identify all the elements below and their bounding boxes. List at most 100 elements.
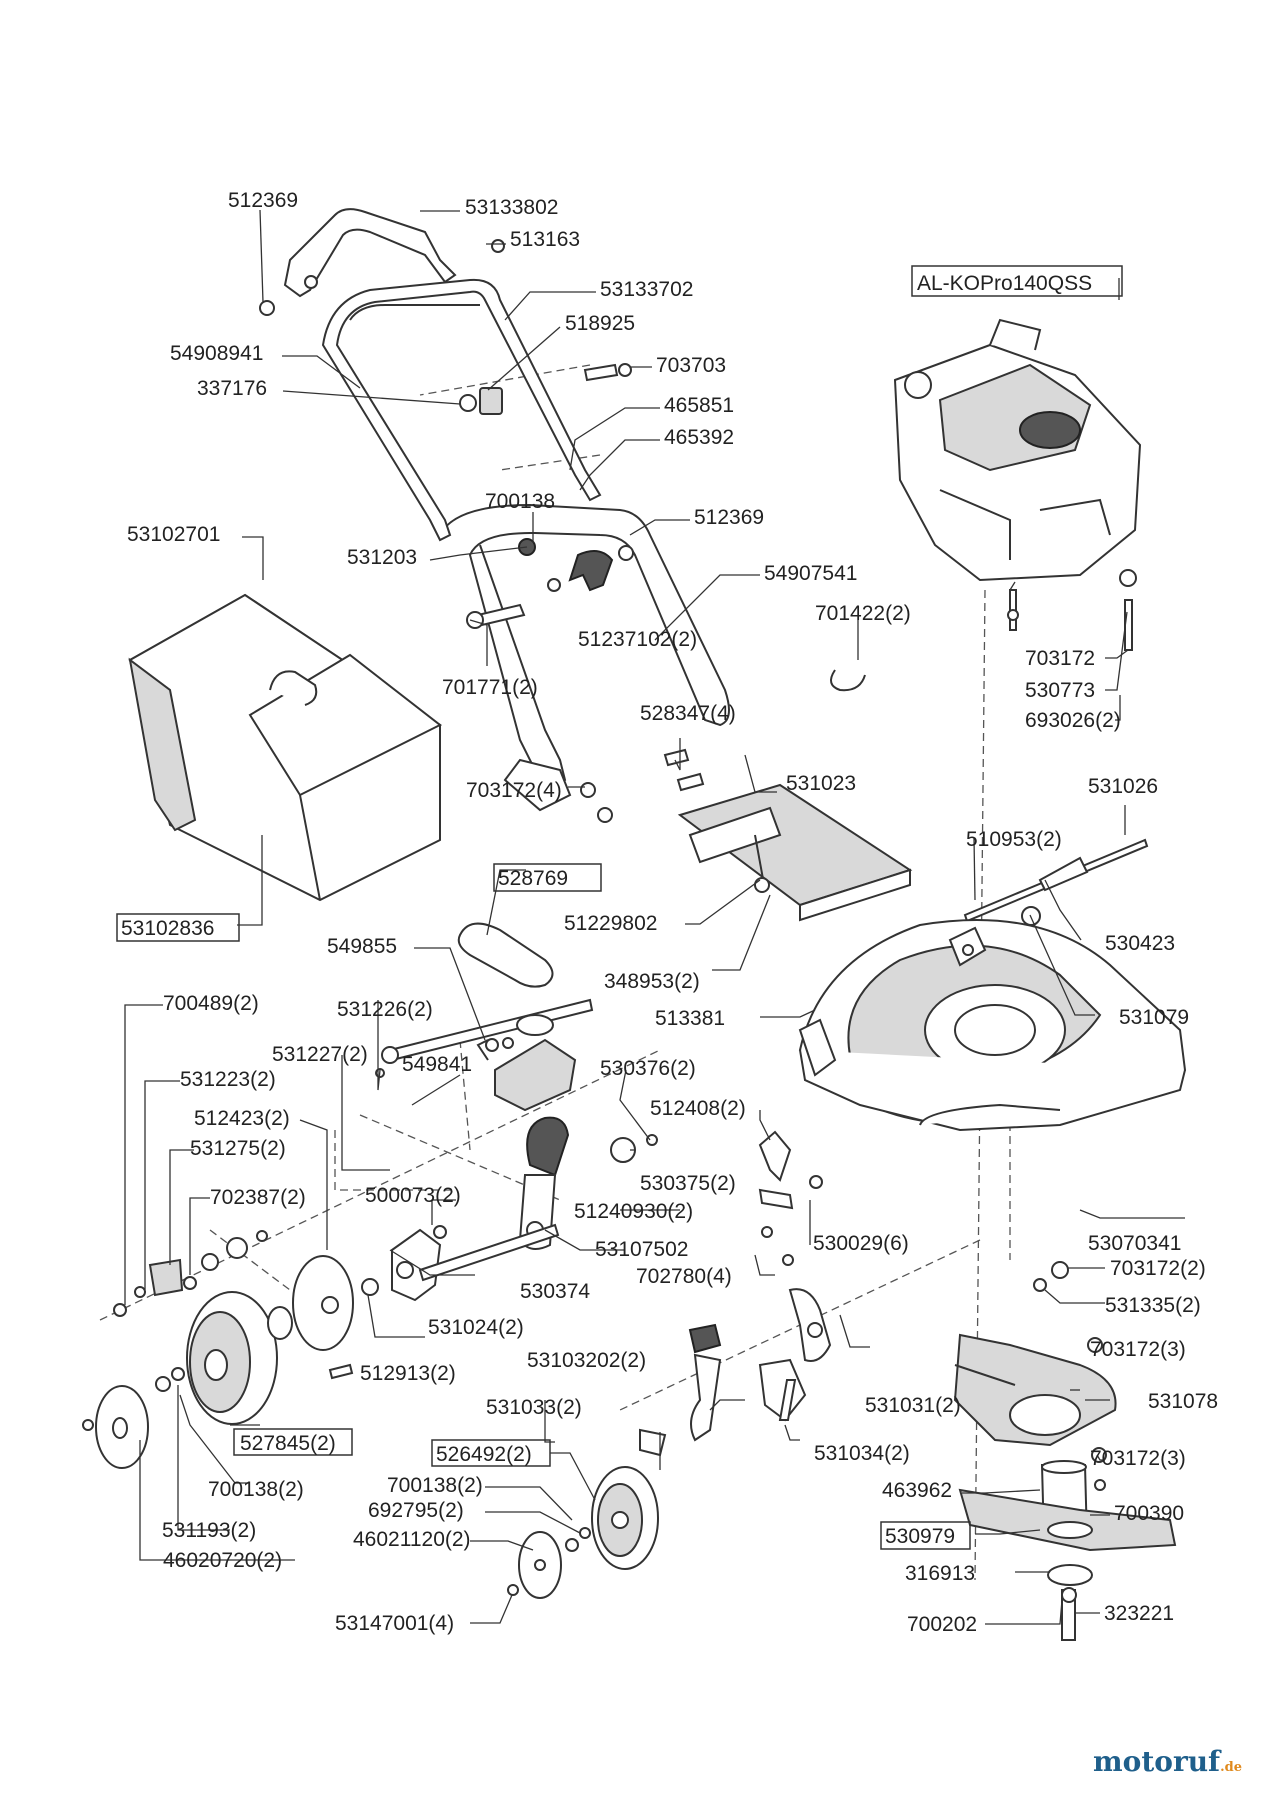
part-label: 703172(3) <box>1090 1338 1186 1361</box>
part-label: 528347(4) <box>640 702 736 725</box>
part-label: 465851 <box>664 394 734 417</box>
part-label: 530773 <box>1025 679 1095 702</box>
part-label: 51240930(2) <box>574 1200 693 1223</box>
part-label: 530979 <box>885 1525 955 1548</box>
grass-catcher-part <box>128 593 442 902</box>
part-label: 510953(2) <box>966 828 1062 851</box>
part-label: 531193(2) <box>162 1519 256 1542</box>
part-label: 703172(2) <box>1110 1257 1206 1280</box>
part-label: 531275(2) <box>190 1137 286 1160</box>
part-label: 701771(2) <box>442 676 538 699</box>
part-label: 531026 <box>1088 775 1158 798</box>
part-label: 46021120(2) <box>353 1528 471 1551</box>
throttle-cable-part <box>961 838 1149 947</box>
part-label: 527845(2) <box>240 1432 336 1455</box>
leader-lines <box>124 209 1185 1625</box>
part-label: 702780(4) <box>636 1265 732 1288</box>
part-label: 531223(2) <box>180 1068 276 1091</box>
part-label: 530029(6) <box>813 1232 909 1255</box>
engine-model-label: AL-KOPro140QSS <box>917 272 1092 295</box>
part-label: 53102836 <box>121 917 214 940</box>
part-label: 526492(2) <box>436 1443 532 1466</box>
part-label: 337176 <box>197 377 267 400</box>
part-label: 513381 <box>655 1007 725 1030</box>
lower-handle-part <box>321 278 602 542</box>
part-label: 531226(2) <box>337 998 433 1021</box>
part-label: 531033(2) <box>486 1396 582 1419</box>
part-label: 46020720(2) <box>163 1549 282 1572</box>
part-label: 531024(2) <box>428 1316 524 1339</box>
part-label: 530375(2) <box>640 1172 736 1195</box>
part-label: 700138 <box>485 490 555 513</box>
part-label: 54907541 <box>764 562 857 585</box>
part-label: 518925 <box>565 312 635 335</box>
part-label: 530374 <box>520 1280 590 1303</box>
mower-deck-part <box>798 906 1187 1132</box>
part-label: 512408(2) <box>650 1097 746 1120</box>
part-label: 463962 <box>882 1479 952 1502</box>
part-label: 549841 <box>402 1053 472 1076</box>
part-label: 530423 <box>1105 932 1175 955</box>
part-label: 54908941 <box>170 342 263 365</box>
gearbox-part <box>476 1014 577 1112</box>
part-label: 693026(2) <box>1025 709 1121 732</box>
height-adjuster-part <box>639 1288 832 1457</box>
watermark-domain-suffix: .de <box>1220 1760 1242 1775</box>
part-label: 512369 <box>694 506 764 529</box>
part-label: 528769 <box>498 867 568 890</box>
part-label: 530376(2) <box>600 1057 696 1080</box>
part-label: 513163 <box>510 228 580 251</box>
part-label: 700489(2) <box>163 992 259 1015</box>
part-label: 700138(2) <box>387 1474 483 1497</box>
part-label: 531227(2) <box>272 1043 368 1066</box>
cable-bar-part <box>283 208 457 298</box>
part-label: 323221 <box>1104 1602 1174 1625</box>
part-label: 531079 <box>1119 1006 1189 1029</box>
part-label: 500073(2) <box>365 1184 461 1207</box>
part-label: 512369 <box>228 189 298 212</box>
part-label: 53133702 <box>600 278 693 301</box>
upper-handle-part <box>439 503 730 812</box>
part-label: 703172(4) <box>466 779 562 802</box>
label-boxes <box>116 265 1123 1550</box>
watermark-main-text: motoruf <box>1093 1745 1221 1778</box>
engine-part <box>893 318 1142 582</box>
part-label: 316913 <box>905 1562 975 1585</box>
part-label: 531203 <box>347 546 417 569</box>
part-label: 702387(2) <box>210 1186 306 1209</box>
part-label: 51229802 <box>564 912 657 935</box>
engine-fasteners <box>1007 569 1137 651</box>
part-label: 512913(2) <box>360 1362 456 1385</box>
part-label: 53147001(4) <box>335 1612 454 1635</box>
part-label: 549855 <box>327 935 397 958</box>
part-label: 53102701 <box>127 523 220 546</box>
handle-hardware <box>259 239 866 823</box>
part-label: 700202 <box>907 1613 977 1636</box>
part-label: 692795(2) <box>368 1499 464 1522</box>
part-label: 531034(2) <box>814 1442 910 1465</box>
deck-hardware <box>1033 1261 1107 1491</box>
part-label: 53103202(2) <box>527 1349 646 1372</box>
part-number-labels: 512369 53133802 513163 53133702 518925 5… <box>121 189 1218 1636</box>
site-watermark: motoruf.de <box>1093 1745 1242 1778</box>
part-label: 348953(2) <box>604 970 700 993</box>
rear-wheel-part <box>82 1255 354 1469</box>
part-label: 531031(2) <box>865 1394 961 1417</box>
part-label: 531023 <box>786 772 856 795</box>
part-label: 512423(2) <box>194 1107 290 1130</box>
blade-assembly-part <box>953 1333 1177 1641</box>
part-label: 703703 <box>656 354 726 377</box>
part-label: 700138(2) <box>208 1478 304 1501</box>
part-label: 53070341 <box>1088 1232 1181 1255</box>
part-label: 531335(2) <box>1105 1294 1201 1317</box>
rear-flap-part <box>677 783 913 922</box>
part-label: 703172 <box>1025 647 1095 670</box>
part-label: 51237102(2) <box>578 628 697 651</box>
part-label: 53107502 <box>595 1238 688 1261</box>
part-label: 703172(3) <box>1090 1447 1186 1470</box>
part-label: 700390 <box>1114 1502 1184 1525</box>
part-label: 701422(2) <box>815 602 911 625</box>
part-label: 53133802 <box>465 196 558 219</box>
part-label: 531078 <box>1148 1390 1218 1413</box>
